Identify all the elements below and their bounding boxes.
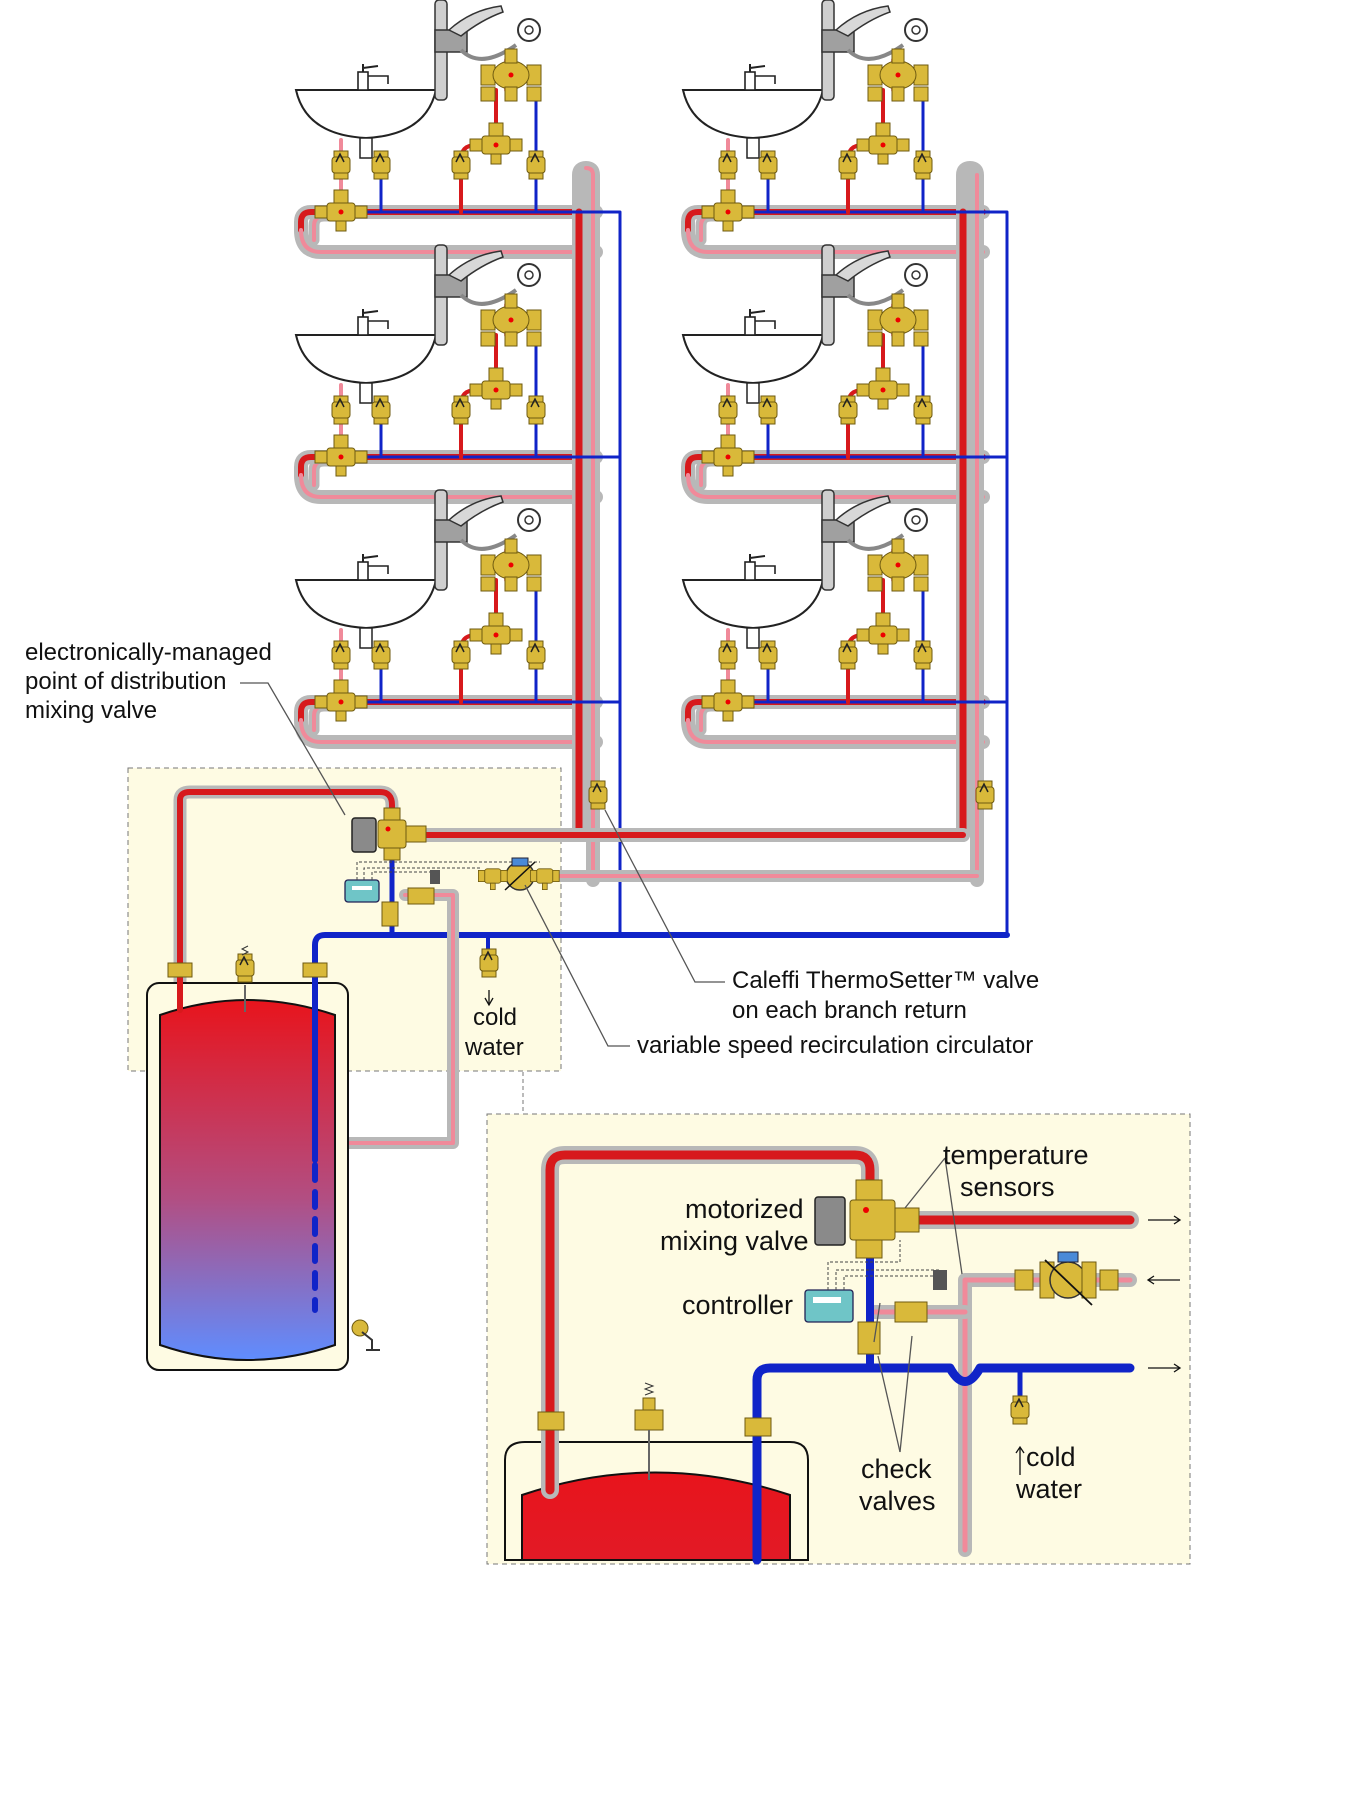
label-temp-sensors-1: temperature [943, 1140, 1089, 1170]
controller [804, 1289, 854, 1323]
label-motorized-2: mixing valve [660, 1226, 809, 1256]
recirculation-circulator [477, 857, 560, 891]
label-cold-water-1a: cold [473, 1004, 517, 1031]
mixing-valve-actuator [351, 817, 377, 853]
label-cold-water-2a: cold [1026, 1442, 1076, 1472]
label-pod-valve-2: point of distribution [25, 668, 226, 695]
label-motorized-1: motorized [685, 1194, 804, 1224]
check-valve-cold [857, 1321, 881, 1355]
label-cold-water-2b: water [1015, 1474, 1082, 1504]
label-thermosetter-1: Caleffi ThermoSetter™ valve [732, 967, 1039, 994]
label-pod-valve-3: mixing valve [25, 697, 157, 724]
label-temp-sensors-2: sensors [960, 1172, 1055, 1202]
motorized-mixing-valve-actuator [814, 1196, 846, 1246]
flow-arrows [1015, 1215, 1182, 1475]
label-controller: controller [682, 1290, 793, 1320]
label-cold-water-1b: water [464, 1034, 524, 1061]
controller-small [344, 879, 380, 903]
label-pod-valve-1: electronically-managed [25, 639, 272, 666]
label-circulator: variable speed recirculation circulator [637, 1032, 1033, 1059]
label-thermosetter-2: on each branch return [732, 997, 967, 1024]
lower-circulator [1014, 1251, 1119, 1306]
motorized-mixing-valve [849, 1199, 896, 1241]
label-check-valves-1: check [861, 1454, 932, 1484]
check-valve-return [894, 1301, 928, 1323]
point-of-distribution-mixing-valve [377, 819, 407, 849]
label-check-valves-2: valves [859, 1486, 936, 1516]
